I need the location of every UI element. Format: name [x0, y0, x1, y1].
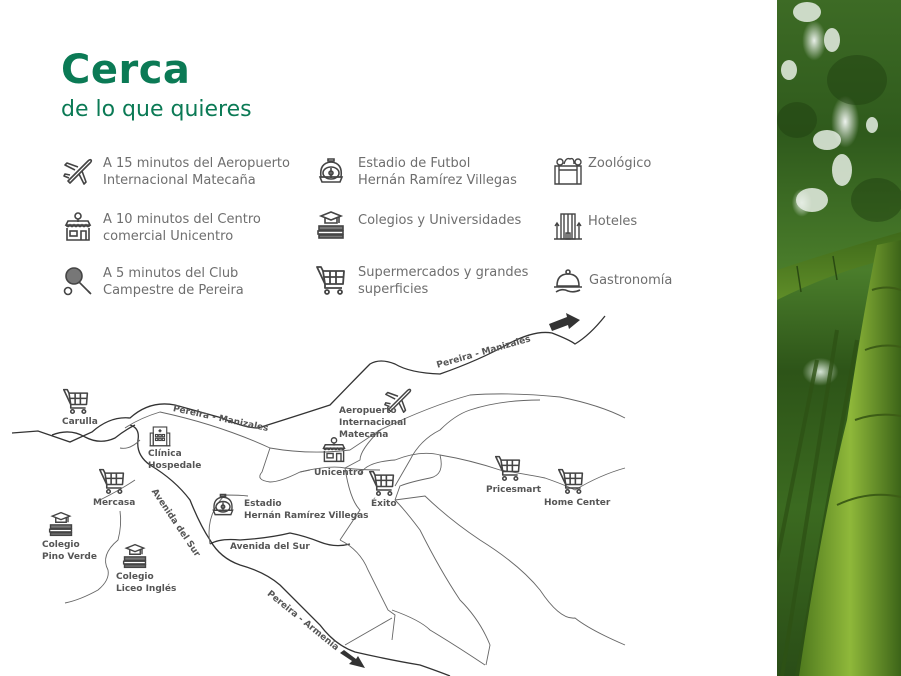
feature-supermarkets: Supermercados y grandes superficies	[315, 264, 528, 298]
cart-icon	[493, 454, 523, 482]
map-marker-mercasa: Mercasa	[93, 467, 135, 508]
road-network	[11, 313, 626, 676]
place-label: Carulla	[62, 417, 98, 427]
place-label: Colegio Liceo Inglés	[116, 572, 177, 594]
feature-text: A 15 minutos del Aeropuerto Internaciona…	[103, 156, 290, 188]
arrow-northeast-icon	[549, 313, 580, 331]
location-map: Pereira - Manizales Pereira - Manizales …	[0, 300, 777, 676]
education-icon	[120, 542, 150, 570]
stadium-icon	[315, 155, 347, 187]
bamboo-forest-photo	[777, 0, 901, 676]
map-marker-aeropuerto: Aeropuerto Internacional Matecaña	[339, 385, 413, 440]
feature-airport: A 15 minutos del Aeropuerto Internaciona…	[62, 155, 290, 189]
map-marker-liceo: Colegio Liceo Inglés	[116, 542, 176, 594]
map-marker-unicentro: Unicentro	[314, 435, 364, 478]
feature-stadium: Estadio de Futbol Hernán Ramírez Villega…	[315, 155, 517, 189]
feature-text: Gastronomía	[589, 273, 673, 288]
feature-text: A 5 minutos del Club Campestre de Pereir…	[103, 266, 244, 298]
arrow-southeast-icon	[340, 650, 365, 668]
road-label-avenida-sur: Avenida del Sur	[230, 542, 310, 552]
cloche-icon	[552, 266, 584, 298]
cart-icon	[61, 387, 91, 415]
feature-unicentro: A 10 minutos del Centro comercial Unicen…	[62, 211, 261, 245]
map-marker-exito: Éxito	[367, 469, 397, 509]
feature-text: Zoológico	[588, 156, 652, 171]
stadium-icon	[209, 491, 237, 519]
cart-icon	[97, 467, 127, 495]
feature-education: Colegios y Universidades	[315, 209, 521, 241]
hospital-icon	[147, 424, 173, 448]
place-label: Unicentro	[314, 468, 364, 478]
education-icon	[46, 510, 76, 538]
feature-text: Estadio de Futbol Hernán Ramírez Villega…	[358, 156, 517, 188]
bamboo-illustration	[777, 2, 901, 676]
map-marker-carulla: Carulla	[61, 387, 98, 427]
page-title: Cerca	[61, 47, 191, 93]
map-marker-estadio: Estadio Hernán Ramírez Villegas	[209, 491, 369, 523]
map-marker-pricesmart: Pricesmart	[486, 454, 541, 495]
place-label: Home Center	[544, 498, 611, 508]
place-label: Aeropuerto Internacional Matecaña	[339, 406, 407, 440]
feature-club: A 5 minutos del Club Campestre de Pereir…	[62, 265, 244, 299]
feature-zoo: Zoológico	[552, 155, 651, 187]
place-label: Pricesmart	[486, 485, 542, 495]
tennis-icon	[62, 265, 94, 297]
feature-text: A 10 minutos del Centro comercial Unicen…	[103, 212, 261, 244]
feature-hotels: Hoteles	[552, 211, 637, 243]
map-marker-clinica: Clínica Hospedale	[147, 424, 201, 471]
map-marker-pino-verde: Colegio Pino Verde	[42, 510, 97, 562]
hotel-icon	[552, 211, 584, 243]
feature-text: Colegios y Universidades	[358, 213, 522, 228]
page-subtitle: de lo que quieres	[61, 97, 252, 122]
shop-icon	[320, 435, 348, 465]
cart-icon	[367, 469, 397, 497]
cart-icon	[556, 467, 586, 495]
place-label: Estadio Hernán Ramírez Villegas	[244, 499, 369, 521]
place-label: Clínica Hospedale	[148, 449, 202, 471]
cart-icon	[315, 264, 347, 296]
shop-icon	[62, 211, 94, 243]
education-icon	[315, 209, 347, 241]
map-marker-home-center: Home Center	[544, 467, 610, 508]
place-label: Colegio Pino Verde	[42, 540, 97, 562]
place-label: Mercasa	[93, 498, 136, 508]
feature-text: Hoteles	[588, 214, 638, 229]
feature-gastronomy: Gastronomía	[552, 266, 672, 298]
airplane-icon	[62, 155, 94, 187]
zoo-icon	[552, 155, 584, 187]
place-label: Éxito	[371, 499, 397, 509]
feature-text: Supermercados y grandes superficies	[358, 265, 529, 297]
